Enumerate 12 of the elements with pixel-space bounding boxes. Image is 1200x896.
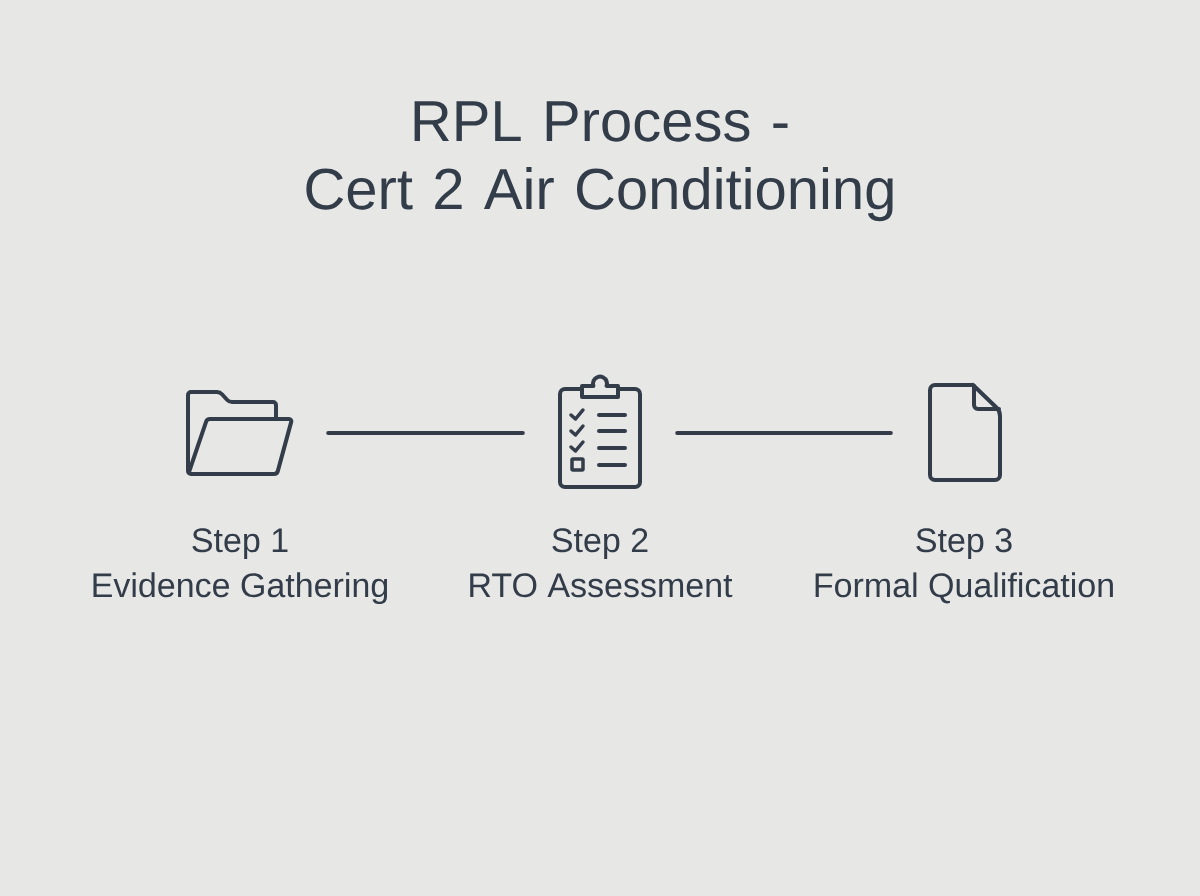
step-number: Step 3 [916, 528, 1012, 560]
step-number: Step 2 [552, 528, 648, 560]
step-number: Step 1 [192, 528, 288, 560]
document-icon [928, 383, 1002, 482]
folder-icon [186, 390, 294, 476]
title: RPL Process - Cert 2 Air Conditioning [306, 101, 893, 222]
step-caption: Evidence Gathering [93, 572, 388, 605]
step-caption: RTO Assessment [470, 573, 733, 598]
step-caption: Formal Qualification [815, 572, 1113, 604]
checklist-icon [558, 374, 642, 489]
connector-line [326, 431, 525, 435]
connector-line [675, 431, 893, 435]
